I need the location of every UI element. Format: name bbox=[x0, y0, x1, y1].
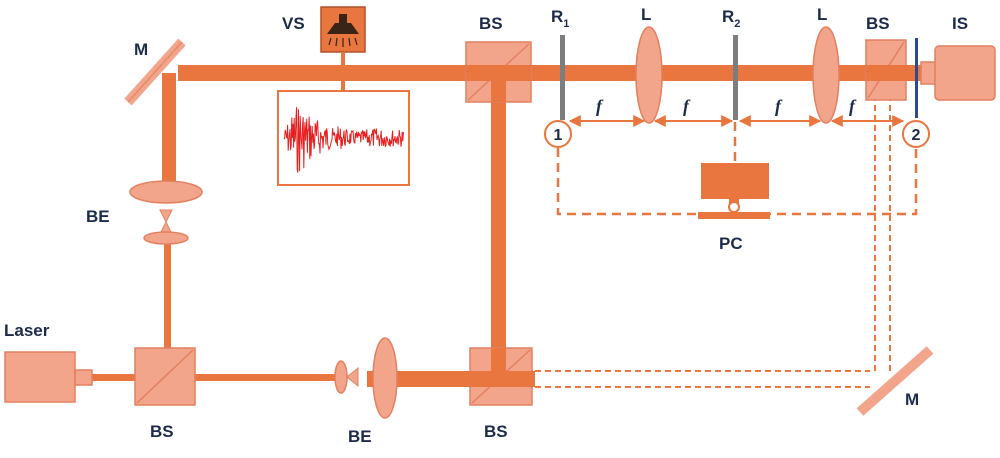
label-point-1: 1 bbox=[554, 127, 563, 144]
speaker-icon bbox=[320, 6, 366, 53]
lens-2 bbox=[812, 26, 840, 124]
label-bs-top-mid: BS bbox=[479, 14, 503, 33]
label-r2-sub: 2 bbox=[734, 18, 740, 30]
label-lens-1: L bbox=[641, 5, 651, 24]
rod-r2 bbox=[733, 35, 738, 120]
is-plate bbox=[915, 38, 918, 118]
label-be-bottom: BE bbox=[348, 427, 372, 446]
label-m-top: M bbox=[134, 40, 148, 59]
label-pc: PC bbox=[719, 234, 743, 253]
label-r2-main: R bbox=[722, 7, 734, 26]
label-vs: VS bbox=[282, 14, 305, 33]
beam-top bbox=[178, 65, 923, 81]
label-f4: f bbox=[849, 96, 857, 116]
beam-middle-overlay-bottom bbox=[491, 348, 506, 371]
beam-top-overlay-bs2 bbox=[866, 65, 923, 81]
dashed-paths bbox=[535, 85, 891, 388]
vibration-signal-waveform bbox=[283, 107, 404, 173]
label-laser: Laser bbox=[4, 321, 50, 340]
mirror-top-left bbox=[124, 38, 186, 106]
beam-left-vertical bbox=[162, 73, 176, 183]
rod-r1 bbox=[560, 35, 565, 120]
label-be-left: BE bbox=[86, 207, 110, 226]
lens-1 bbox=[635, 26, 663, 124]
beam-expander-left bbox=[129, 180, 203, 245]
label-point-2: 2 bbox=[912, 127, 921, 144]
label-f2: f bbox=[683, 96, 691, 116]
laser-nozzle bbox=[74, 369, 93, 386]
label-r2: R2 bbox=[722, 7, 740, 30]
label-m-bottom: M bbox=[905, 390, 919, 409]
label-f3: f bbox=[775, 96, 783, 116]
mirror-bottom-right bbox=[856, 346, 934, 416]
laser-source bbox=[4, 351, 93, 403]
beam-expanded-overlay bbox=[367, 371, 535, 387]
beam-laser bbox=[92, 374, 337, 381]
computer-monitor-icon bbox=[698, 163, 770, 219]
label-bs-top-right: BS bbox=[866, 14, 890, 33]
beams bbox=[92, 65, 923, 387]
label-bs-bottom-mid: BS bbox=[484, 422, 508, 441]
label-bs-bottom-left: BS bbox=[150, 422, 174, 441]
beam-expander-bottom bbox=[334, 337, 398, 419]
label-f1: f bbox=[596, 96, 604, 116]
label-r1: R1 bbox=[551, 7, 569, 30]
vibration-signal-panel bbox=[277, 90, 410, 186]
position-marker-1: 1 bbox=[544, 120, 572, 148]
label-is: IS bbox=[952, 14, 968, 33]
label-r1-main: R bbox=[551, 7, 563, 26]
label-lens-2: L bbox=[817, 5, 827, 24]
beam-splitter-bottom-left bbox=[134, 347, 196, 406]
laser-body bbox=[4, 351, 76, 403]
beam-top-overlay-bs bbox=[466, 65, 531, 81]
image-sensor-camera bbox=[920, 45, 996, 101]
beam-middle-overlay-top bbox=[491, 81, 506, 102]
beam-middle-vertical bbox=[491, 85, 506, 370]
position-marker-2: 2 bbox=[902, 120, 930, 148]
label-r1-sub: 1 bbox=[563, 18, 569, 30]
beam-left-vertical-lower bbox=[164, 240, 171, 370]
speaker-stem bbox=[341, 52, 345, 97]
